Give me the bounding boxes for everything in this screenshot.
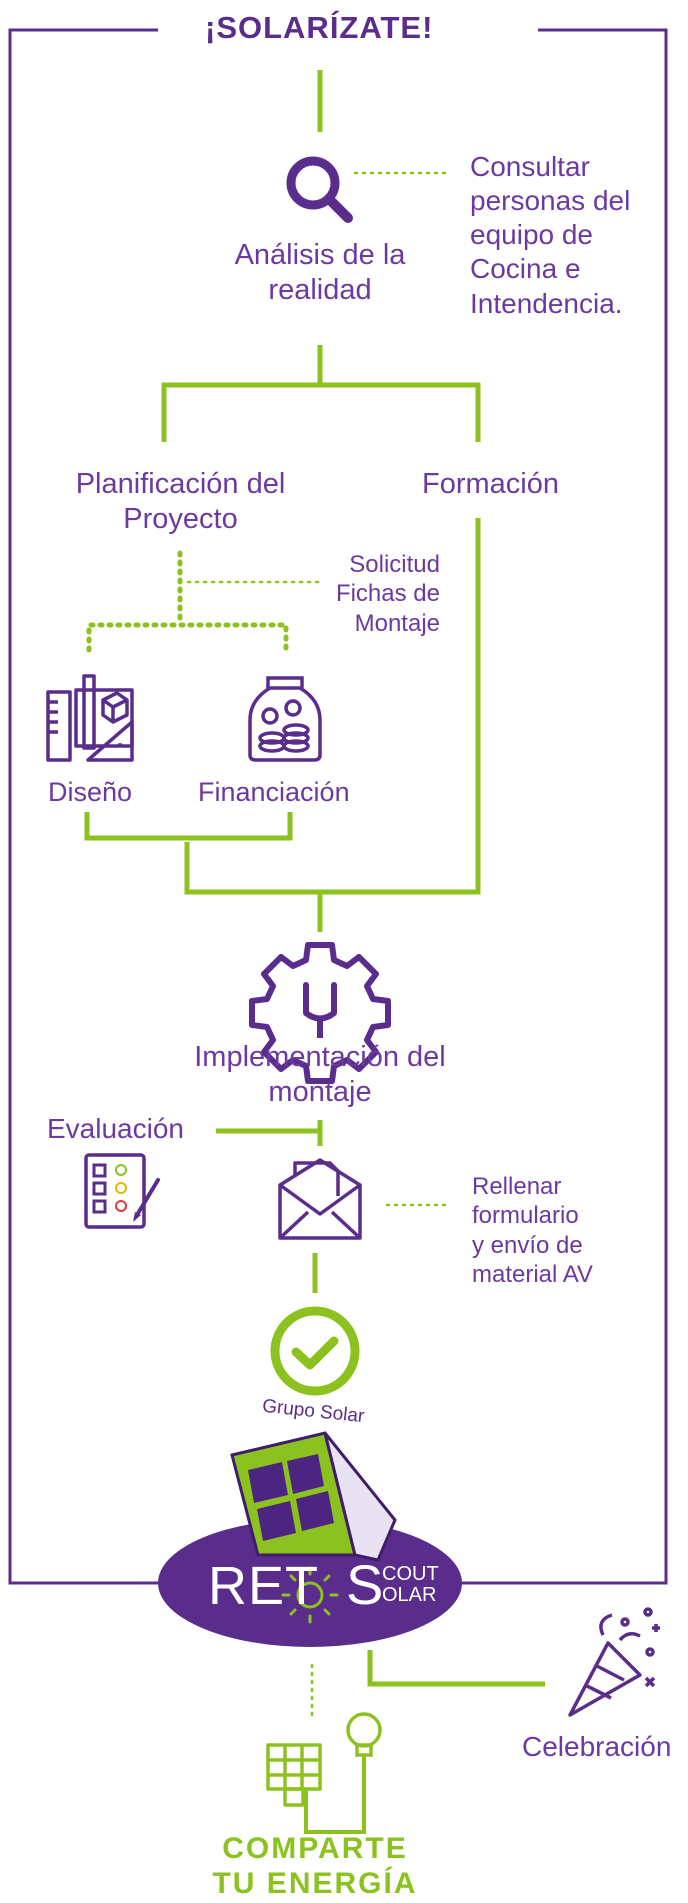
funding-label: Financiación (198, 777, 350, 807)
logo-left-word: RET (208, 1556, 319, 1616)
gear-icon (249, 942, 391, 1084)
logo-right-small-top: COUT (382, 1563, 439, 1585)
implementation-label-line-2: montaje (268, 1076, 372, 1109)
logo-right-small: COUT OLAR (382, 1564, 439, 1606)
footer-line-2: TU ENERGÍA (212, 1866, 418, 1900)
frame-left (8, 28, 165, 1585)
analysis-label-line-2: realidad (268, 274, 372, 307)
form-note-line-1: Rellenar (472, 1173, 562, 1200)
request-note-line-1: Solicitud (349, 551, 440, 578)
jar-icon (248, 676, 322, 762)
request-note-line-2: Fichas de (335, 580, 440, 608)
consult-note-line-2: personas del (470, 185, 631, 217)
consult-note: Consultar personas del equipo de Cocina … (470, 150, 630, 321)
design-label: Diseño (48, 777, 133, 807)
celebration-label: Celebración (522, 1731, 672, 1762)
footer-title: COMPARTE TU ENERGÍA (160, 1832, 470, 1901)
party-popper-icon (568, 1607, 660, 1717)
design-icon (46, 674, 134, 762)
analysis-label-line-1: Análisis de la (234, 239, 406, 271)
form-note-line-3: y envío de (472, 1231, 583, 1259)
light-bulb-icon (346, 1712, 382, 1757)
form-note-line-4: material AV (472, 1260, 593, 1288)
solar-panel-icon (266, 1743, 322, 1807)
form-note: Rellenar formulario y envío de material … (472, 1172, 593, 1289)
search-icon (286, 156, 353, 223)
implementation-label-line-1: Implementación del (194, 1041, 446, 1073)
consult-note-line-5: Intendencia. (470, 287, 623, 319)
check-circle-icon (270, 1306, 360, 1396)
consult-note-line-1: Consultar (470, 151, 590, 182)
logo-right-cap: S (346, 1553, 384, 1616)
planning-label-line-1: Planificación del (75, 468, 286, 500)
evaluation-label: Evaluación (47, 1113, 184, 1144)
planning-label-line-2: Proyecto (123, 503, 238, 536)
request-note: Solicitud Fichas de Montaje (330, 550, 440, 638)
planning-label: Planificación del Proyecto (58, 467, 303, 538)
envelope-icon (278, 1158, 362, 1240)
analysis-label: Análisis de la realidad (215, 238, 425, 309)
training-label: Formación (422, 468, 559, 500)
consult-note-line-3: equipo de (470, 219, 594, 251)
form-note-line-2: formulario (472, 1202, 579, 1230)
implementation-label: Implementación del montaje (175, 1040, 465, 1111)
footer-line-1: COMPARTE (222, 1832, 408, 1865)
request-note-line-3: Montaje (354, 609, 440, 637)
evaluation-icon (84, 1153, 160, 1229)
page-title: ¡SOLARÍZATE! (205, 10, 434, 45)
logo-right-small-bottom: OLAR (382, 1584, 437, 1606)
frame-right (460, 28, 668, 1585)
reto-scout-solar-logo (158, 1431, 462, 1647)
consult-note-line-4: Cocina e (470, 253, 581, 285)
